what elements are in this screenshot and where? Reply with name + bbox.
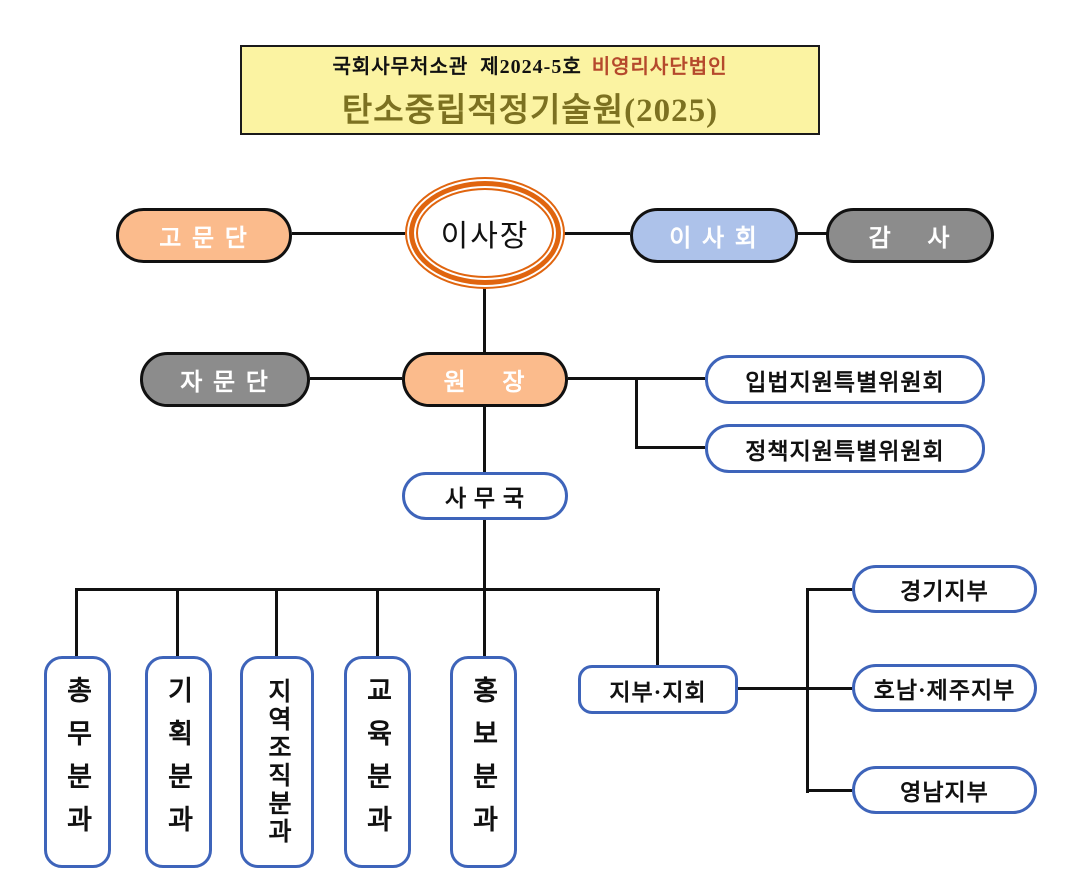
auditor-label: 감 사 xyxy=(868,225,952,252)
gyeonggi-branch-label: 경기지부 xyxy=(900,579,989,604)
connector xyxy=(483,588,486,656)
chairman-node: 이사장 xyxy=(405,177,565,289)
secretariat-node: 사 무 국 xyxy=(402,472,568,520)
policy-support-committee-label: 정책지원특별위원회 xyxy=(745,438,945,464)
policy-support-committee-node: 정책지원특별위원회 xyxy=(705,424,985,473)
connector xyxy=(376,588,379,656)
registration-number: 국회사무처소관 제2024-5호 xyxy=(332,55,582,78)
board-node: 이 사 회 xyxy=(630,208,798,263)
connector xyxy=(656,588,659,665)
connector xyxy=(483,288,486,352)
connector xyxy=(176,588,179,656)
honam-jeju-branch-label: 호남·제주지부 xyxy=(873,678,1016,703)
connector xyxy=(806,588,852,591)
secretariat-label: 사 무 국 xyxy=(445,486,525,511)
general-affairs-dept-label: 총무분과 xyxy=(62,676,92,848)
director-label: 원 장 xyxy=(443,369,527,396)
gyeonggi-branch-node: 경기지부 xyxy=(852,565,1037,613)
connector xyxy=(806,588,809,793)
connector xyxy=(635,377,638,449)
regional-org-dept-label: 지역조직분과 xyxy=(264,678,291,846)
title-banner: 국회사무처소관 제2024-5호 비영리사단법인 탄소중립적정기술원(2025) xyxy=(240,45,820,135)
connector xyxy=(75,588,660,591)
branch-hub-node: 지부·지회 xyxy=(578,665,738,714)
page-title: 탄소중립적정기술원(2025) xyxy=(341,92,719,129)
yeongnam-branch-node: 영남지부 xyxy=(852,766,1037,814)
pr-dept-label: 홍보분과 xyxy=(468,676,498,848)
auditor-node: 감 사 xyxy=(826,208,994,263)
connector xyxy=(738,687,852,690)
regional-org-dept-node: 지역조직분과 xyxy=(240,656,314,868)
connector xyxy=(635,446,705,449)
connector xyxy=(75,588,78,656)
legislative-support-committee-label: 입법지원특별위원회 xyxy=(745,369,945,395)
connector xyxy=(483,407,486,472)
advisory-committee-label: 자 문 단 xyxy=(180,369,270,396)
advisory-committee-node: 자 문 단 xyxy=(140,352,310,407)
chairman-label: 이사장 xyxy=(440,220,530,253)
pr-dept-node: 홍보분과 xyxy=(450,656,517,868)
branch-hub-label: 지부·지회 xyxy=(609,679,707,705)
connector xyxy=(292,232,405,235)
connector xyxy=(483,520,486,590)
yeongnam-branch-label: 영남지부 xyxy=(900,780,989,805)
education-dept-node: 교육분과 xyxy=(344,656,411,868)
advisory-group-node: 고 문 단 xyxy=(116,208,292,263)
planning-dept-label: 기획분과 xyxy=(163,676,193,848)
registration-line: 국회사무처소관 제2024-5호 비영리사단법인 xyxy=(332,50,727,79)
advisory-group-label: 고 문 단 xyxy=(159,225,249,252)
education-dept-label: 교육분과 xyxy=(362,676,392,848)
honam-jeju-branch-node: 호남·제주지부 xyxy=(852,664,1037,712)
general-affairs-dept-node: 총무분과 xyxy=(44,656,111,868)
connector xyxy=(806,789,852,792)
connector xyxy=(275,588,278,656)
planning-dept-node: 기획분과 xyxy=(145,656,212,868)
legislative-support-committee-node: 입법지원특별위원회 xyxy=(705,355,985,404)
board-label: 이 사 회 xyxy=(669,225,759,252)
connector xyxy=(796,232,828,235)
connector xyxy=(310,377,402,380)
director-node: 원 장 xyxy=(402,352,568,407)
org-type-label: 비영리사단법인 xyxy=(591,55,728,78)
connector xyxy=(563,232,630,235)
